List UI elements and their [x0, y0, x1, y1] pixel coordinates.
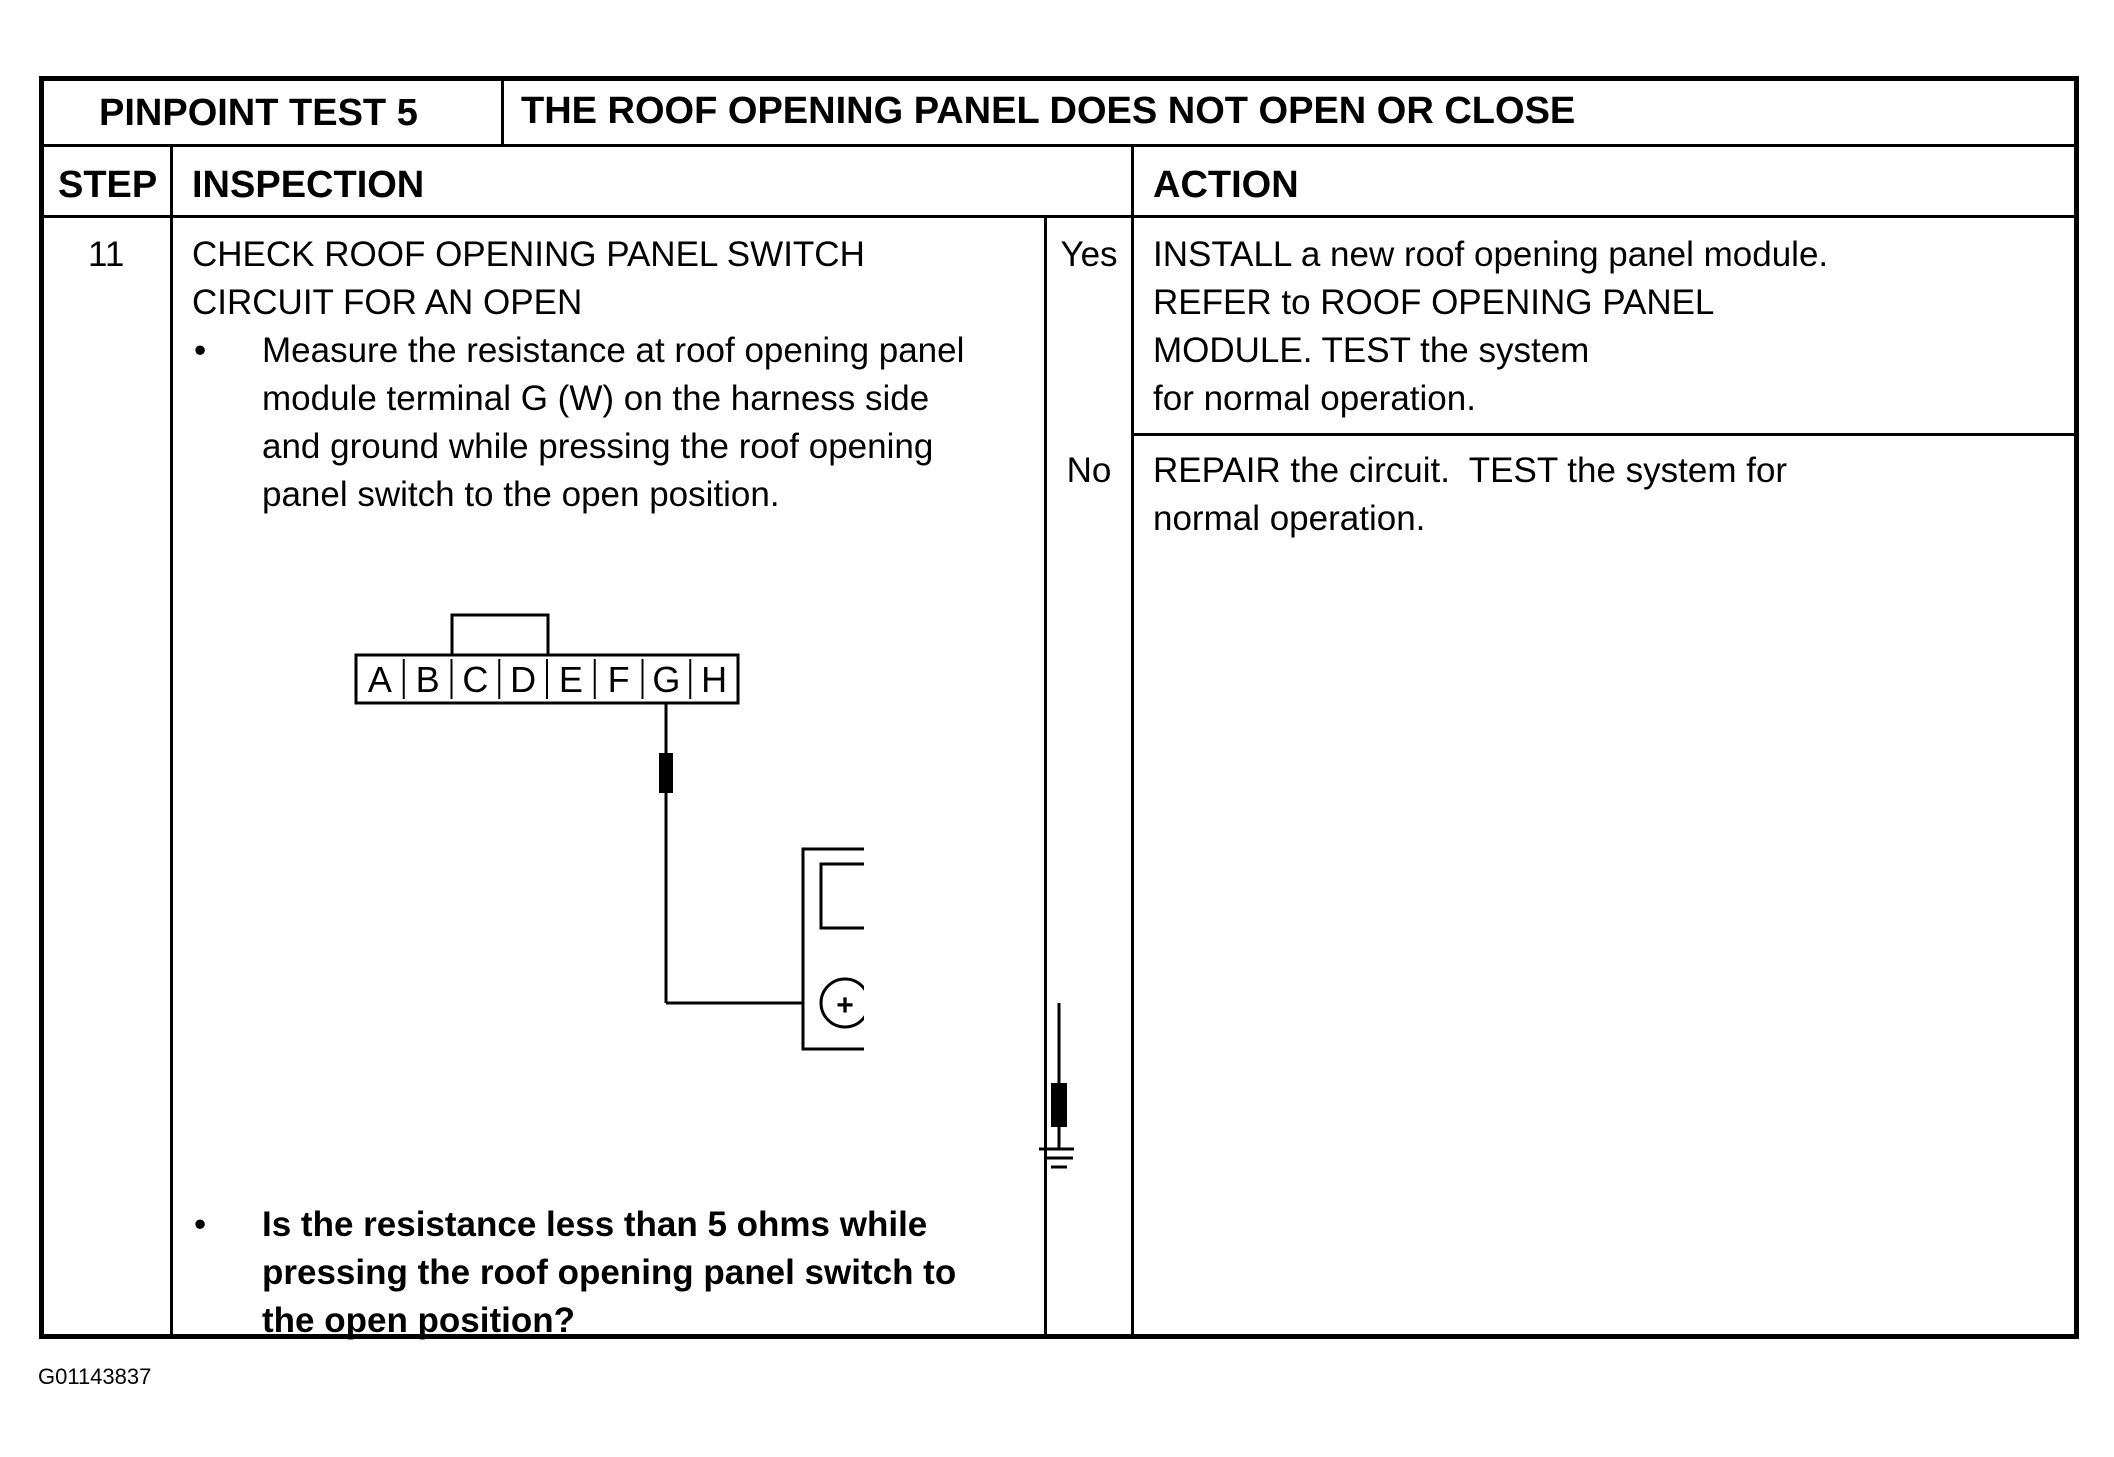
- connector-pin-f: F: [608, 659, 630, 700]
- question-line-3: the open position?: [262, 1301, 576, 1340]
- measure-line-4: panel switch to the open position.: [262, 475, 780, 514]
- probe-tip-positive: [659, 753, 673, 793]
- action-yes-line-1: INSTALL a new roof opening panel module.: [1153, 235, 1829, 274]
- test-id: PINPOINT TEST 5: [99, 92, 418, 134]
- rule-under-title: [44, 144, 2074, 147]
- terminal-positive-label: +: [836, 989, 854, 1022]
- connector-pin-g: G: [652, 659, 680, 700]
- rule-between-yes-no: [1131, 433, 2074, 436]
- probe-tip-negative: [1051, 1083, 1067, 1127]
- result-no-label: No: [1066, 451, 1112, 490]
- action-no-line-2: normal operation.: [1153, 499, 1426, 538]
- connector-body: [354, 653, 740, 705]
- step-title-line-2: CIRCUIT FOR AN OPEN: [192, 283, 583, 322]
- rule-title-split: [501, 81, 504, 144]
- test-title: THE ROOF OPENING PANEL DOES NOT OPEN OR …: [521, 90, 1576, 132]
- column-action: ACTION: [1153, 164, 1299, 206]
- step-title-line-1: CHECK ROOF OPENING PANEL SWITCH: [192, 235, 865, 274]
- rule-step-col: [170, 144, 173, 1334]
- action-yes: INSTALL a new roof opening panel module.…: [1153, 231, 2068, 423]
- measure-line-2: module terminal G (W) on the harness sid…: [262, 379, 930, 418]
- connector-pin-d: D: [510, 659, 536, 700]
- question: Is the resistance less than 5 ohms while…: [262, 1201, 1042, 1345]
- document-id: G01143837: [38, 1364, 152, 1389]
- action-yes-line-2: REFER to ROOF OPENING PANEL: [1153, 283, 1715, 322]
- column-step: STEP: [58, 164, 158, 206]
- terminal-positive: [819, 977, 864, 1029]
- connector-pin-c: C: [462, 659, 488, 700]
- bullet-dot-2: •: [194, 1205, 207, 1244]
- connector-pin-e: E: [559, 659, 583, 700]
- step-number: 11: [88, 235, 125, 274]
- ground-lead: [1039, 1003, 1074, 1169]
- connector-latch: [450, 613, 550, 657]
- rule-result-col: [1044, 215, 1047, 1334]
- step-title: CHECK ROOF OPENING PANEL SWITCH CIRCUIT …: [192, 231, 1032, 327]
- action-yes-line-3: MODULE. TEST the system: [1153, 331, 1590, 370]
- result-yes-label: Yes: [1060, 235, 1118, 274]
- question-line-2: pressing the roof opening panel switch t…: [262, 1253, 957, 1292]
- measure-line-1: Measure the resistance at roof opening p…: [262, 331, 965, 370]
- question-line-1: Is the resistance less than 5 ohms while: [262, 1205, 928, 1244]
- action-no-line-1: REPAIR the circuit. TEST the system for: [1153, 451, 1788, 490]
- connector-pin-a: A: [368, 659, 392, 700]
- measure-line-3: and ground while pressing the roof openi…: [262, 427, 934, 466]
- ohmmeter-display: [819, 862, 864, 930]
- bullet-dot-1: •: [194, 331, 207, 370]
- action-yes-line-4: for normal operation.: [1153, 379, 1476, 418]
- rule-under-column-headers: [44, 215, 2074, 218]
- action-no: REPAIR the circuit. TEST the system for …: [1153, 447, 2068, 543]
- measure-instruction: Measure the resistance at roof opening p…: [262, 327, 1042, 519]
- connector-pin-h: H: [701, 659, 727, 700]
- rule-inspection-col: [1131, 144, 1134, 1334]
- connector-pin-b: B: [416, 659, 440, 700]
- pinpoint-test-table: PINPOINT TEST 5 THE ROOF OPENING PANEL D…: [39, 76, 2079, 1340]
- column-inspection: INSPECTION: [192, 164, 425, 206]
